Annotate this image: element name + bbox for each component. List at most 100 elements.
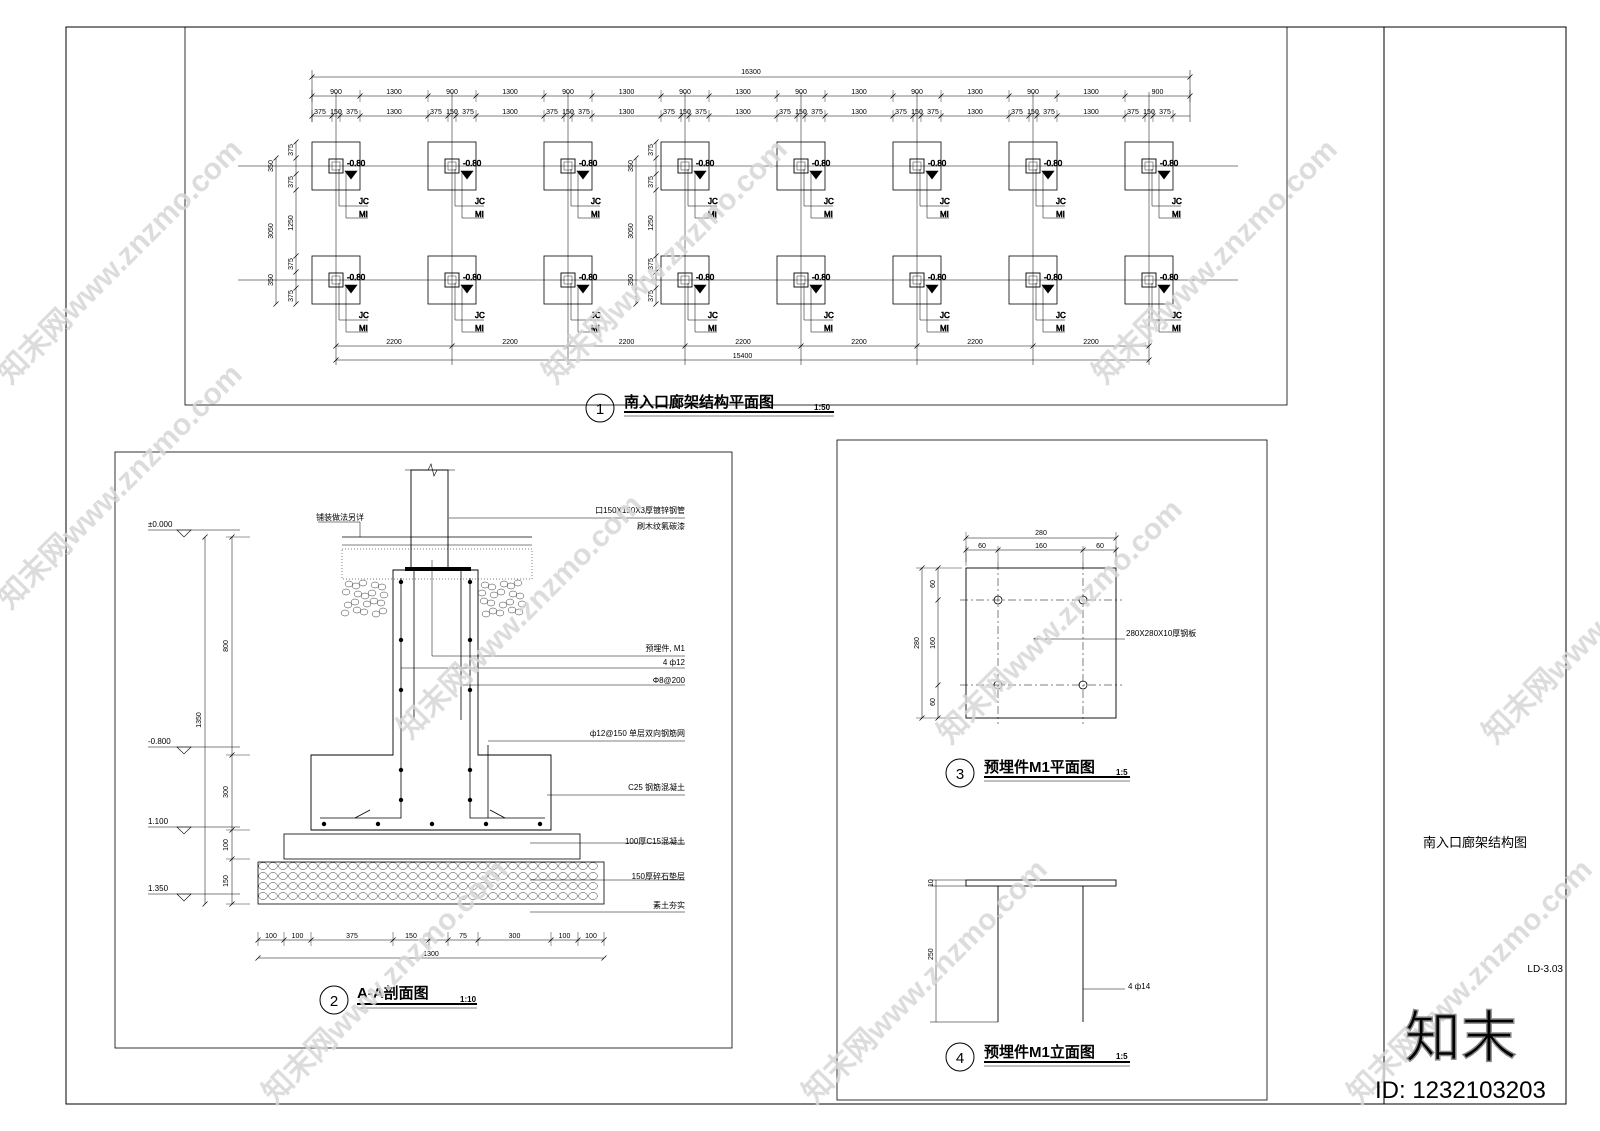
tag-jc: JC bbox=[1056, 311, 1066, 320]
tag-jc: JC bbox=[1056, 197, 1066, 206]
dim-text: 1250 bbox=[648, 215, 655, 231]
pebble bbox=[548, 882, 558, 890]
tag-jc: JC bbox=[1172, 311, 1182, 320]
watermark-8: 知末网www.znzmo.com bbox=[257, 853, 514, 1110]
steel-column bbox=[677, 158, 693, 174]
m1-plan-title: 预埋件M1平面图 bbox=[984, 758, 1095, 776]
pebble bbox=[486, 599, 496, 607]
pebble bbox=[351, 582, 361, 590]
pebble bbox=[358, 882, 368, 890]
dim-tick bbox=[309, 74, 315, 80]
m1e-number-circle bbox=[945, 1042, 975, 1072]
pebble bbox=[438, 882, 448, 890]
pebble bbox=[448, 892, 458, 900]
column-inner bbox=[563, 161, 573, 171]
m1-number-circle bbox=[945, 758, 975, 788]
pebble bbox=[268, 892, 278, 900]
titleblock-name: 南入口廊架结构图 bbox=[1423, 835, 1527, 850]
dim-text: 2200 bbox=[735, 339, 751, 346]
pebble bbox=[498, 862, 508, 870]
elevation-triangle bbox=[809, 170, 823, 180]
pebble bbox=[278, 872, 288, 880]
rebar-dots bbox=[321, 579, 543, 827]
structure-plan-drawing: -0.80JCMI-0.80JCMI-0.80JCMI-0.80JCMI-0.8… bbox=[184, 26, 1288, 423]
main-rebar bbox=[320, 578, 545, 819]
pebble bbox=[480, 581, 490, 589]
dim-text: 900 bbox=[562, 89, 574, 96]
base-elevation: -0.80 bbox=[347, 159, 366, 168]
base-elevation: -0.80 bbox=[928, 159, 947, 168]
elevation-triangle bbox=[176, 826, 192, 835]
pebble bbox=[328, 882, 338, 890]
dim-text: 2200 bbox=[502, 339, 518, 346]
watermarks: 知末网www.znzmo.com 知末网www.znzmo.com 知末网www… bbox=[0, 133, 1600, 1110]
dim-text: 2200 bbox=[1083, 339, 1099, 346]
base-plate bbox=[1008, 255, 1058, 305]
dim-text: 1300 bbox=[502, 89, 518, 96]
pebble bbox=[468, 892, 478, 900]
dim-text: 375 bbox=[648, 176, 655, 188]
dim-text: 1300 bbox=[619, 89, 635, 96]
pebble bbox=[528, 892, 538, 900]
column-inner bbox=[1028, 275, 1038, 285]
dim-text: 375 bbox=[578, 109, 590, 116]
tag-mi: MI bbox=[359, 210, 368, 219]
pebble bbox=[378, 872, 388, 880]
elevation-triangle bbox=[925, 284, 939, 294]
pebble bbox=[488, 892, 498, 900]
dim-text: 1300 bbox=[967, 109, 983, 116]
dim-text: 1300 bbox=[735, 89, 751, 96]
dim-text: 150 bbox=[1027, 109, 1039, 116]
tag-leader bbox=[1151, 169, 1181, 207]
m1e-plate bbox=[965, 879, 1117, 887]
pebble bbox=[328, 892, 338, 900]
dim-text: 3050 bbox=[628, 223, 635, 239]
tag-leader bbox=[345, 171, 368, 219]
dim-text: 800 bbox=[223, 640, 230, 652]
pebble bbox=[359, 608, 369, 616]
tag-mi: MI bbox=[591, 210, 600, 219]
tag-mi: MI bbox=[359, 324, 368, 333]
m1e-number: 4 bbox=[956, 1050, 964, 1067]
tag-leader bbox=[803, 283, 833, 321]
pebble bbox=[362, 600, 372, 608]
base-elevation: -0.80 bbox=[696, 273, 715, 282]
dim-text: 150 bbox=[1143, 109, 1155, 116]
dim-text: 280 bbox=[1035, 530, 1047, 537]
pebble bbox=[538, 862, 548, 870]
base-elevation: -0.80 bbox=[812, 273, 831, 282]
pebble bbox=[508, 872, 518, 880]
tag-leader bbox=[1158, 171, 1181, 219]
pebble bbox=[508, 882, 518, 890]
pebble bbox=[278, 892, 288, 900]
dim-tick bbox=[653, 171, 659, 177]
watermark-4: 知末网www.znzmo.com bbox=[0, 358, 249, 615]
pebble bbox=[498, 892, 508, 900]
dim-text: 375 bbox=[1011, 109, 1023, 116]
elevation-triangle bbox=[1157, 284, 1171, 294]
dim-text: 375 bbox=[346, 933, 358, 940]
pebble bbox=[308, 882, 318, 890]
pebble bbox=[328, 862, 338, 870]
dim-text: 375 bbox=[462, 109, 474, 116]
pebble bbox=[548, 892, 558, 900]
elevation-value: ±0.000 bbox=[148, 520, 173, 529]
base-plate bbox=[660, 141, 710, 191]
gravel-pebbles bbox=[258, 862, 598, 900]
tag-leader bbox=[1158, 285, 1181, 333]
pebble bbox=[318, 882, 328, 890]
dim-text: 375 bbox=[927, 109, 939, 116]
dim-text: 375 bbox=[648, 258, 655, 270]
dim-text: 375 bbox=[648, 144, 655, 156]
pebble bbox=[568, 892, 578, 900]
dim-tick bbox=[293, 139, 299, 145]
m1-holes bbox=[993, 595, 1088, 690]
pebble bbox=[514, 608, 524, 616]
